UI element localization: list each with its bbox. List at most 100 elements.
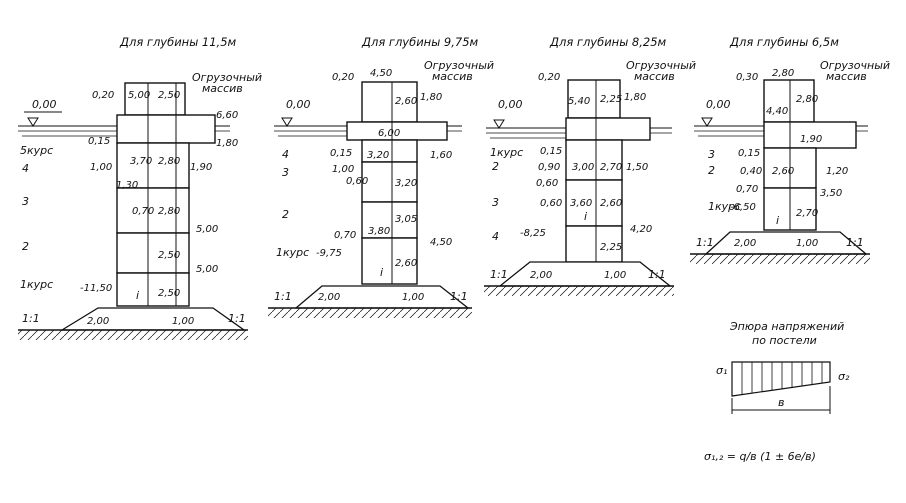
load-block: [361, 81, 418, 123]
dim: 1,20: [826, 166, 848, 177]
course-label: 3: [708, 148, 715, 161]
dim: 4,40: [766, 106, 788, 117]
block-course-3: [565, 225, 623, 263]
incline-label: i: [380, 266, 383, 279]
dim: 5,00: [128, 90, 150, 101]
course-label: 4: [22, 162, 29, 175]
stress-formula: σ₁,₂ = q/в (1 ± 6e/в): [704, 450, 816, 463]
load-label-2: массив: [826, 70, 867, 83]
load-block: [763, 79, 815, 123]
course-label: 2: [492, 160, 499, 173]
section-8-25: Для глубины 8,25м 0,00 Огрузочный массив…: [484, 35, 696, 296]
dim: 1,60: [430, 150, 452, 161]
section-title: Для глубины 9,75м: [361, 35, 479, 49]
dim: 0,30: [736, 72, 758, 83]
dim: 2,60: [600, 198, 622, 209]
dim: 4,50: [430, 237, 452, 248]
slope-label: 1:1: [450, 290, 468, 303]
load-label: Огрузочный: [820, 59, 890, 72]
dim: 0,60: [536, 178, 558, 189]
slope-label: 1:1: [490, 268, 508, 281]
dim: 1,80: [216, 138, 238, 149]
dim: 2,80: [158, 156, 180, 167]
slope-label: 1:1: [228, 312, 246, 325]
dim: 2,60: [395, 258, 417, 269]
load-block: [567, 79, 621, 119]
course-label: 1курс: [276, 246, 309, 259]
dim: 1,90: [190, 162, 212, 173]
slope-label: 1:1: [22, 312, 40, 325]
course-label: 3: [22, 195, 29, 208]
section-title: Для глубины 8,25м: [549, 35, 667, 49]
incline-label: i: [136, 289, 139, 302]
dim: 4,50: [370, 68, 392, 79]
dim: 1,00: [172, 316, 194, 327]
dim: 2,00: [318, 292, 340, 303]
section-title: Для глубины 6,5м: [729, 35, 839, 49]
top-slab: [565, 117, 651, 141]
load-label-2: массив: [202, 82, 243, 95]
dim: 2,00: [734, 238, 756, 249]
stress-subtitle: по постели: [752, 334, 817, 347]
level-0: 0,00: [706, 98, 731, 111]
block-course-2: [565, 179, 623, 227]
dim: 3,80: [368, 226, 390, 237]
dim: 3,50: [820, 188, 842, 199]
dim: 6,60: [216, 110, 238, 121]
dim: 2,70: [600, 162, 622, 173]
dim: 2,60: [395, 96, 417, 107]
water-level-mark: [24, 111, 62, 127]
seabed: [268, 308, 472, 318]
dim: 2,50: [158, 250, 180, 261]
dim: 3,70: [130, 156, 152, 167]
dim: 2,80: [796, 94, 818, 105]
dim: 6,00: [378, 128, 400, 139]
top-slab: [763, 121, 857, 149]
dim: 0,70: [736, 184, 758, 195]
course-label: 4: [282, 148, 289, 161]
course-label: 1курс: [708, 200, 741, 213]
dim: 2,60: [772, 166, 794, 177]
depth-mark: -6,50: [730, 202, 756, 213]
course-label: 3: [282, 166, 289, 179]
dim: 1,00: [332, 164, 354, 175]
slope-label: 1:1: [846, 236, 864, 249]
seabed: [484, 286, 674, 296]
dim: 1,50: [626, 162, 648, 173]
slope-label: 1:1: [696, 236, 714, 249]
dim: 2,25: [600, 242, 622, 253]
load-label: Огрузочный: [192, 71, 262, 84]
course-label: 2: [708, 164, 715, 177]
dim: 5,00: [196, 224, 218, 235]
dim: 1,80: [420, 92, 442, 103]
depth-mark: -11,50: [80, 283, 112, 294]
stress-title: Эпюра напряжений: [729, 320, 844, 333]
dim: 3,20: [367, 150, 389, 161]
dim: 4,20: [630, 224, 652, 235]
dim: 2,00: [530, 270, 552, 281]
dim: 0,15: [88, 136, 110, 147]
section-title: Для глубины 11,5м: [119, 35, 237, 49]
dim: 2,50: [158, 90, 180, 101]
incline-label: i: [584, 210, 587, 223]
dim: 0,60: [346, 176, 368, 187]
dim: 0,70: [132, 206, 154, 217]
rubble-berm: [498, 261, 672, 287]
incline-label: i: [776, 214, 779, 227]
top-slab: [116, 114, 216, 144]
stress-epure: [731, 361, 831, 397]
dim: 5,00: [196, 264, 218, 275]
dim: 3,05: [395, 214, 417, 225]
block-course-1: [361, 237, 418, 285]
course-label: 2: [22, 240, 29, 253]
dim: 0,15: [330, 148, 352, 159]
course-label: 5курс: [20, 144, 53, 157]
slope-label: 1:1: [274, 290, 292, 303]
dim: 3,00: [572, 162, 594, 173]
course-label: 3: [492, 196, 499, 209]
load-label-2: массив: [634, 70, 675, 83]
block-course-2: [116, 232, 190, 274]
block-course-1: [565, 139, 623, 181]
section-11-5: Для глубины 11,5м 0,00 Огрузочный массив…: [18, 35, 262, 340]
course-label: 1курс: [490, 146, 523, 159]
